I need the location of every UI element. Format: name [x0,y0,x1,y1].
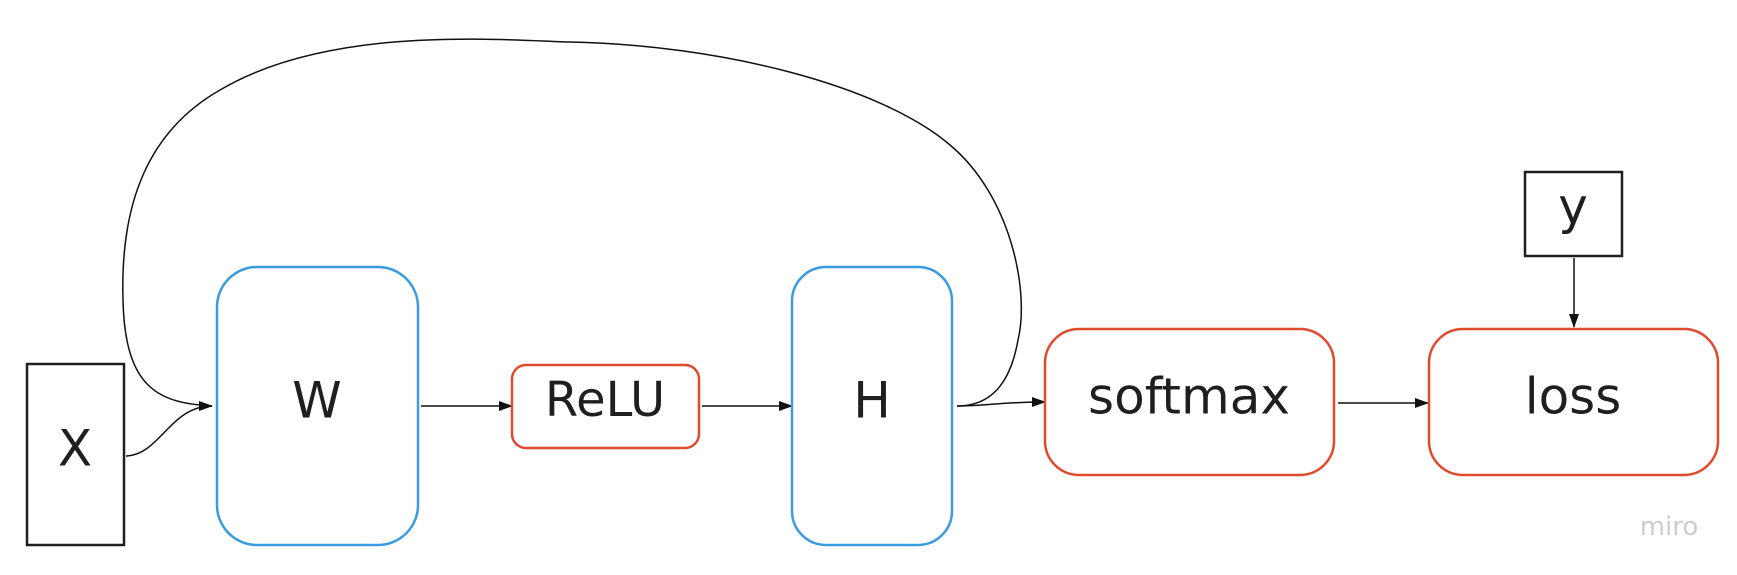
node-softmax: softmax [1043,327,1336,477]
node-softmax-label: softmax [1088,368,1290,426]
node-y-box [1523,170,1624,258]
node-h: H [790,265,954,547]
node-softmax-box [1043,327,1336,477]
node-y: y [1523,170,1624,258]
node-h-box [790,265,954,547]
node-x-box [25,362,126,547]
node-loss-label: loss [1525,368,1622,426]
node-loss-box [1427,327,1720,477]
node-loss: loss [1427,327,1720,477]
miro-watermark: miro [1640,512,1699,542]
node-w: W [215,265,420,547]
node-w-box [215,265,420,547]
node-x: X [25,362,126,547]
node-w-label: W [292,372,341,430]
edge-skip-x-to-w [122,38,1023,407]
node-h-label: H [853,372,891,430]
node-relu: ReLU [510,363,701,450]
node-y-label: y [1558,178,1588,236]
edge-x-to-w [125,401,213,457]
node-x-label: X [58,420,92,478]
edge-h-to-softmax [956,397,1046,408]
node-relu-label: ReLU [545,372,665,428]
edges [122,38,1579,457]
node-relu-box [510,363,701,450]
